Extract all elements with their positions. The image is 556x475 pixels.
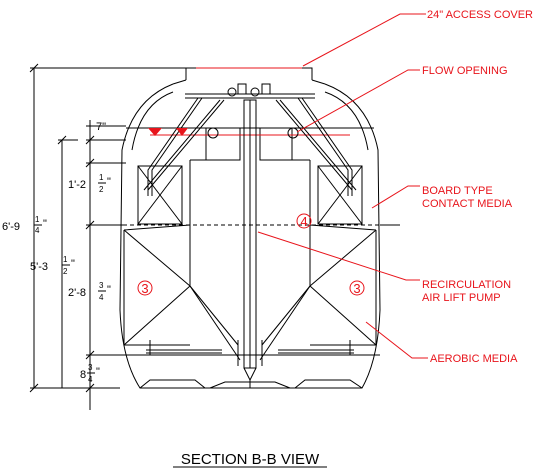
svg-text:2'-8: 2'-8 [68,287,86,299]
svg-text:": " [96,366,100,378]
callout-recirc-2: AIR LIFT PUMP [422,292,501,304]
dim-top-offset: 7" [96,121,106,133]
flow-arrows [148,128,188,136]
svg-text:4: 4 [35,226,40,235]
callout-board-media-1: BOARD TYPE [422,185,493,197]
callout-flow-opening: FLOW OPENING [422,65,508,77]
leader-lines [257,13,428,359]
dim-liquid: 5'-3 1 2 " [30,255,75,276]
svg-text:2: 2 [99,185,104,194]
svg-text:3: 3 [88,363,93,372]
dim-bottom: 8 3 4 " [80,363,100,384]
zone-media: 4 [296,213,312,229]
svg-text:4: 4 [300,214,307,229]
callout-recirc-1: RECIRCULATION [422,279,511,291]
board-contact-media [137,165,363,225]
svg-text:": " [107,176,111,188]
svg-text:3: 3 [141,281,148,296]
zone-right: 3 [349,280,365,296]
svg-text:6'-9: 6'-9 [2,221,20,233]
air-lift-pump [143,83,357,388]
svg-text:2: 2 [63,267,68,276]
zone-left: 3 [137,280,153,296]
dimension-lines [29,63,186,410]
svg-text:5'-3: 5'-3 [30,261,48,273]
svg-text:1: 1 [63,255,68,264]
callout-board-media-2: CONTACT MEDIA [422,198,513,210]
callout-access-cover: 24" ACCESS COVER [427,9,533,21]
svg-text:": " [71,258,75,270]
svg-text:1: 1 [35,215,40,224]
svg-text:": " [43,218,47,230]
dim-upper: 1'-2 1 2 " [68,173,111,194]
svg-text:4: 4 [99,293,104,302]
svg-text:8: 8 [80,369,86,381]
svg-text:1'-2: 1'-2 [68,179,86,191]
svg-text:1: 1 [99,173,104,182]
svg-text:": " [107,284,111,296]
aerobic-media [123,224,377,346]
drawing-caption: SECTION B-B VIEW [181,451,320,468]
svg-text:3: 3 [99,281,104,290]
svg-text:3: 3 [353,281,360,296]
dim-overall: 6'-9 1 4 " [2,215,47,235]
callout-aerobic-media: AEROBIC MEDIA [430,353,518,365]
dim-middle: 2'-8 3 4 " [68,281,111,302]
svg-text:4: 4 [88,375,93,384]
